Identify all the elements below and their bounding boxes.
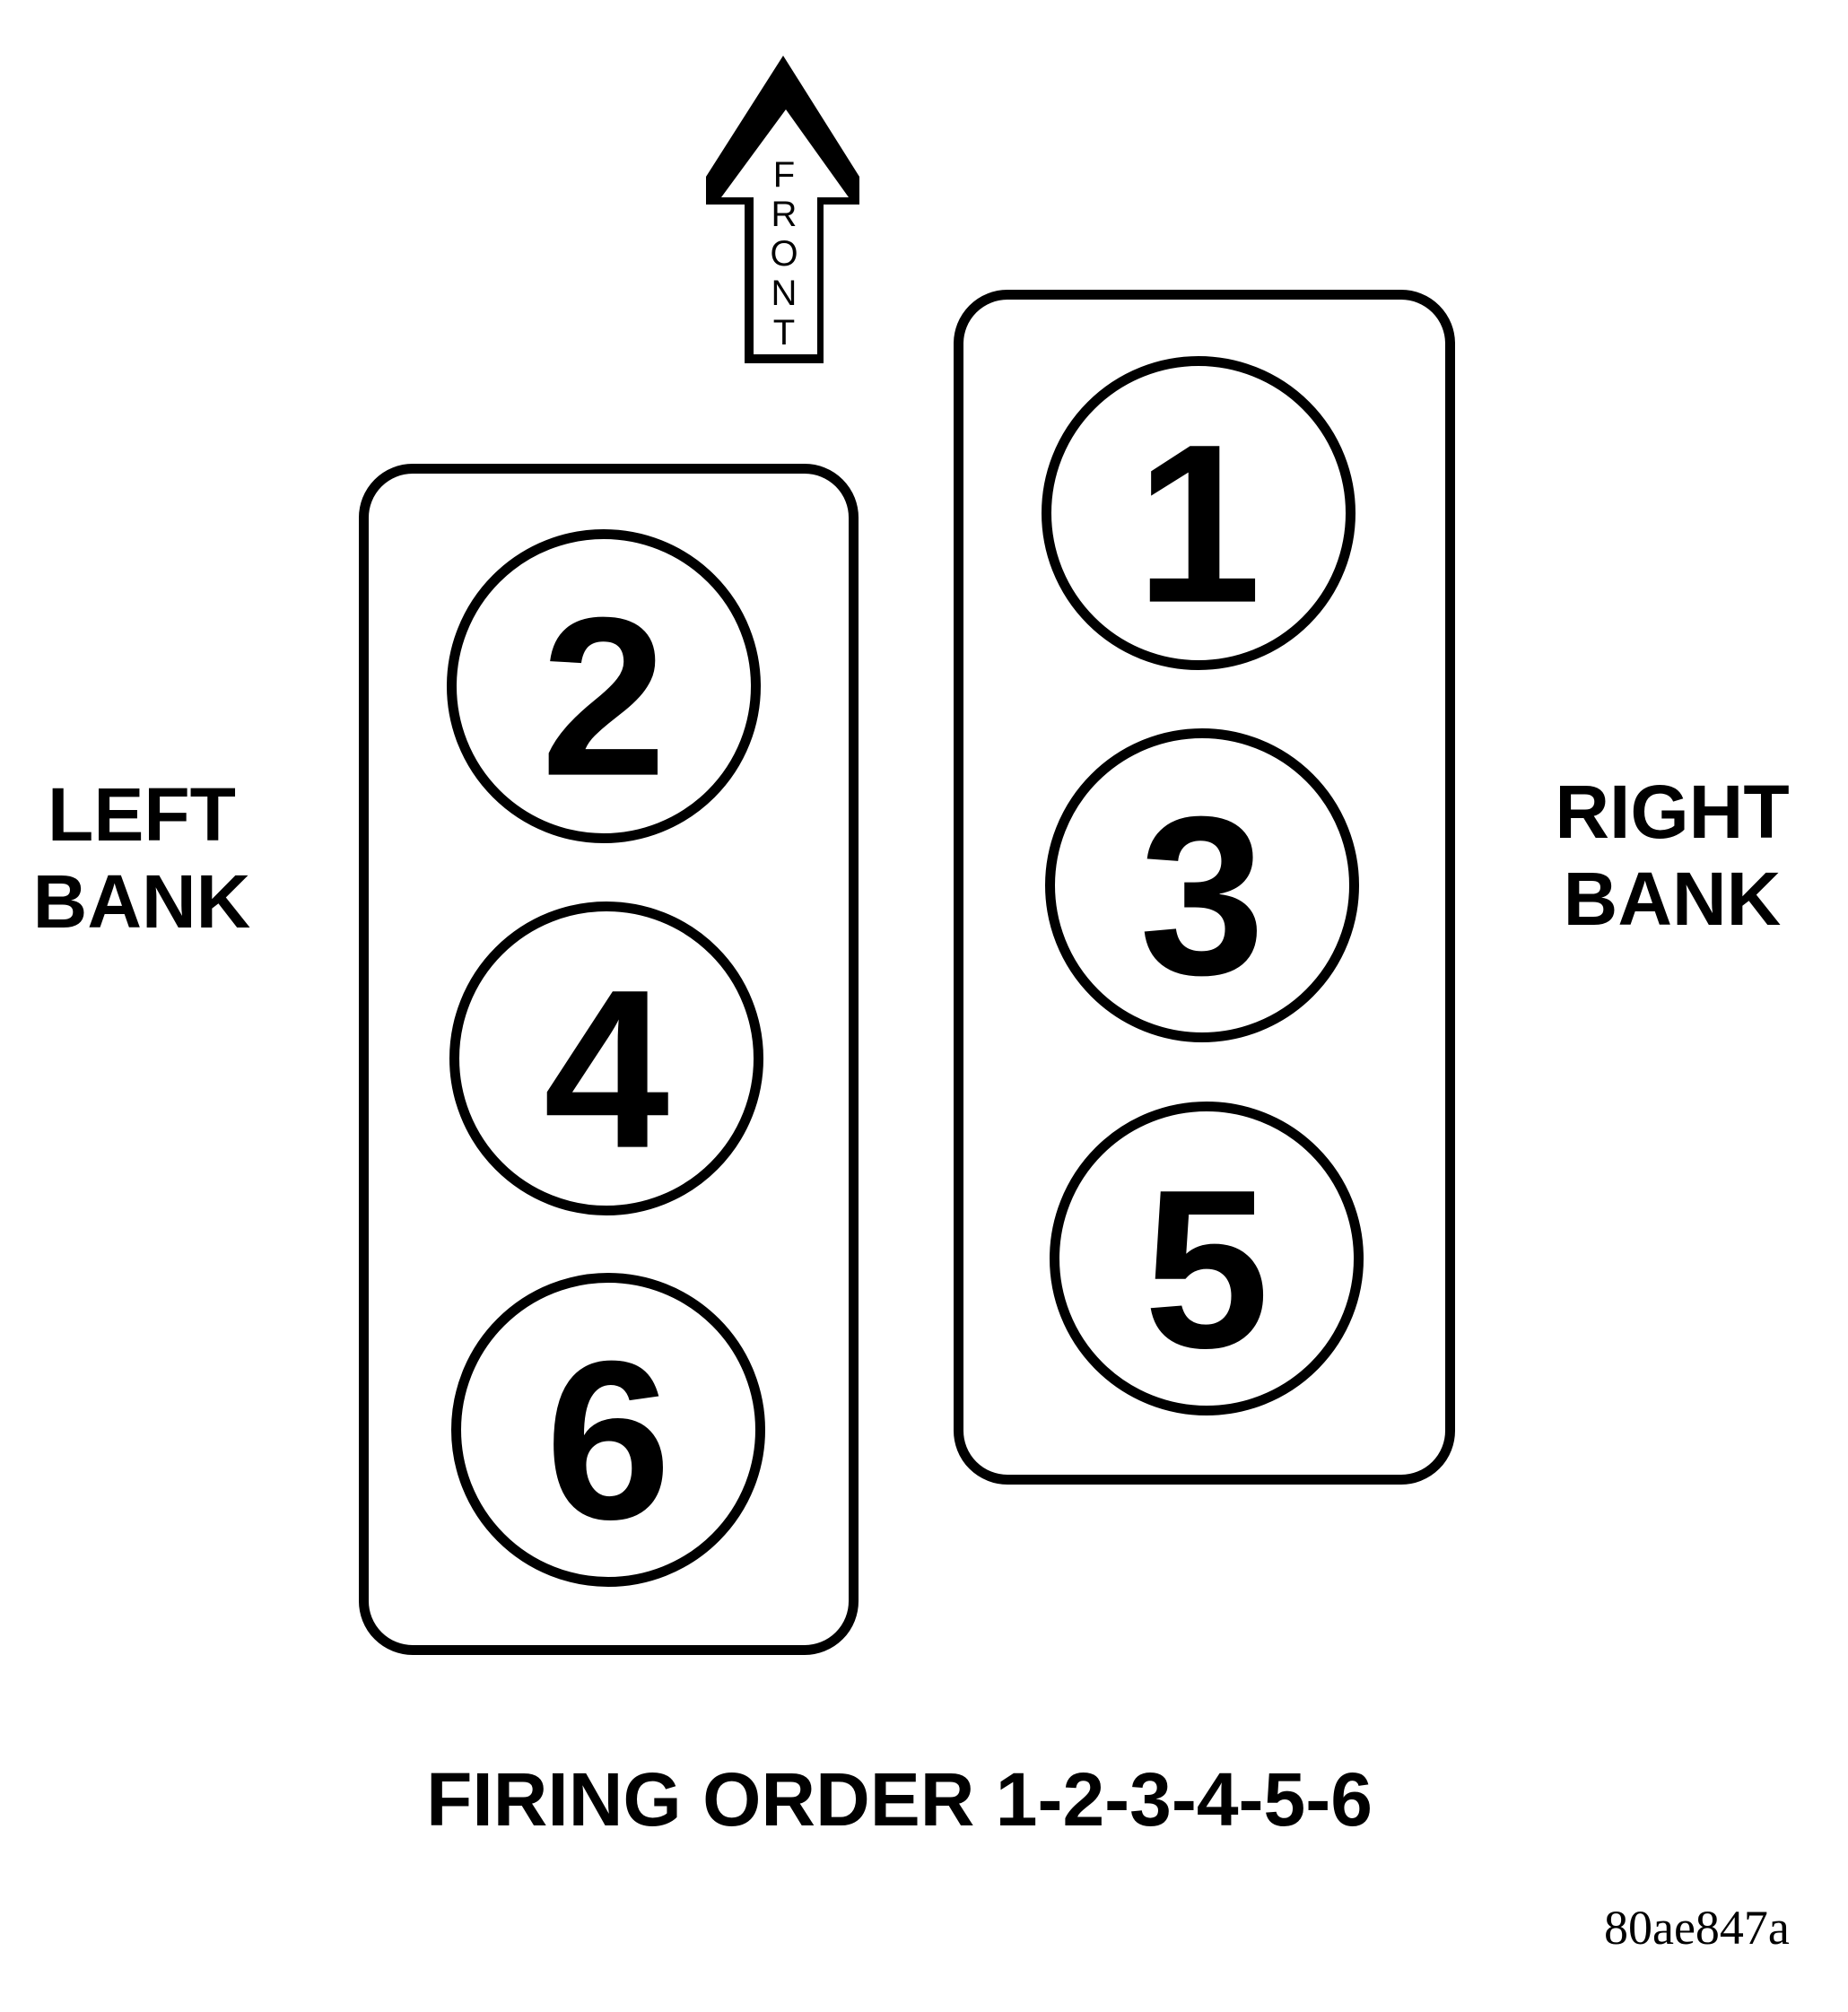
front-arrow-letter: R <box>771 195 798 234</box>
front-arrow-letter: O <box>770 234 798 274</box>
left-bank-label: LEFT BANK <box>7 771 276 945</box>
front-arrow-letter: T <box>773 313 795 353</box>
front-arrow-body <box>721 109 849 354</box>
cylinder-4: 4 <box>449 901 763 1215</box>
cylinder-3-number: 3 <box>1138 770 1266 1023</box>
right-bank-label: RIGHT BANK <box>1538 769 1807 943</box>
right-bank-label-line2: BANK <box>1563 857 1782 941</box>
front-arrow-outline <box>706 56 859 363</box>
cylinder-5-number: 5 <box>1143 1143 1270 1396</box>
front-arrow-letter: F <box>773 155 795 195</box>
cylinder-6: 6 <box>451 1273 765 1587</box>
left-bank-label-line1: LEFT <box>48 772 236 857</box>
cylinder-2: 2 <box>447 529 761 843</box>
cylinder-3: 3 <box>1045 728 1359 1042</box>
right-bank-label-line1: RIGHT <box>1555 770 1790 854</box>
cylinder-5: 5 <box>1050 1102 1364 1415</box>
cylinder-1: 1 <box>1042 356 1355 670</box>
firing-order-caption: FIRING ORDER 1-2-3-4-5-6 <box>426 1757 1373 1842</box>
cylinder-4-number: 4 <box>543 943 670 1196</box>
cylinder-2-number: 2 <box>540 571 667 823</box>
cylinder-6-number: 6 <box>545 1314 672 1567</box>
cylinder-1-number: 1 <box>1135 397 1262 650</box>
front-arrow-letter: N <box>771 274 798 313</box>
left-bank-label-line2: BANK <box>32 859 251 944</box>
figure-code: 80ae847a <box>1604 1901 1790 1955</box>
